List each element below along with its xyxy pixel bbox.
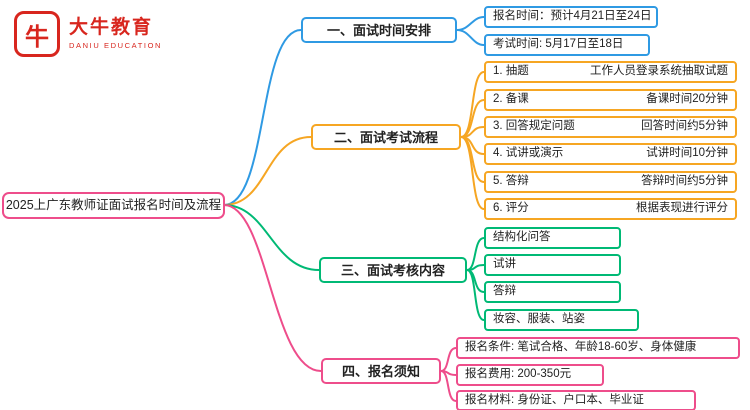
central-topic: 2025上广东教师证面试报名时间及流程 (2, 192, 225, 219)
step-detail: 根据表现进行评分 (636, 202, 728, 215)
daniu-logo-icon: 牛 (14, 11, 60, 57)
leaf-trial-lecture: 试讲 (484, 254, 621, 276)
leaf-registration-fee: 报名费用: 200-350元 (456, 364, 604, 386)
logo-subtitle: DANIU EDUCATION (69, 40, 163, 50)
logo-text-block: 大牛教育 DANIU EDUCATION (69, 17, 163, 50)
branch-registration-notes: 四、报名须知 (321, 358, 441, 384)
step-detail: 试讲时间10分钟 (646, 147, 728, 160)
leaf-step-scoring: 6. 评分 根据表现进行评分 (484, 198, 737, 220)
leaf-exam-time: 考试时间: 5月17日至18日 (484, 34, 650, 56)
step-detail: 答辩时间约5分钟 (641, 175, 728, 188)
step-label: 3. 回答规定问题 (493, 120, 575, 133)
leaf-defense: 答辩 (484, 281, 621, 303)
branch-assessment-content: 三、面试考核内容 (319, 257, 467, 283)
branch-exam-process: 二、面试考试流程 (311, 124, 461, 150)
step-label: 4. 试讲或演示 (493, 147, 564, 160)
step-label: 2. 备课 (493, 93, 529, 106)
step-label: 6. 评分 (493, 202, 529, 215)
leaf-step-draw-question: 1. 抽题 工作人员登录系统抽取试题 (484, 61, 737, 83)
leaf-step-defense: 5. 答辩 答辩时间约5分钟 (484, 171, 737, 193)
leaf-registration-materials: 报名材料: 身份证、户口本、毕业证 (456, 390, 696, 410)
leaf-step-trial-lecture: 4. 试讲或演示 试讲时间10分钟 (484, 143, 737, 165)
step-detail: 回答时间约5分钟 (641, 120, 728, 133)
leaf-step-answer-questions: 3. 回答规定问题 回答时间约5分钟 (484, 116, 737, 138)
step-detail: 备课时间20分钟 (646, 93, 728, 106)
logo-title: 大牛教育 (69, 17, 154, 39)
leaf-registration-conditions: 报名条件: 笔试合格、年龄18-60岁、身体健康 (456, 337, 740, 359)
step-label: 1. 抽题 (493, 65, 529, 78)
leaf-step-lesson-prep: 2. 备课 备课时间20分钟 (484, 89, 737, 111)
leaf-registration-time: 报名时间：预计4月21日至24日 (484, 6, 658, 28)
leaf-appearance: 妆容、服装、站姿 (484, 309, 639, 331)
logo: 牛 大牛教育 DANIU EDUCATION (14, 11, 162, 57)
step-label: 5. 答辩 (493, 175, 529, 188)
step-detail: 工作人员登录系统抽取试题 (590, 65, 728, 78)
leaf-structured-qa: 结构化问答 (484, 227, 621, 249)
branch-interview-schedule: 一、面试时间安排 (301, 17, 457, 43)
